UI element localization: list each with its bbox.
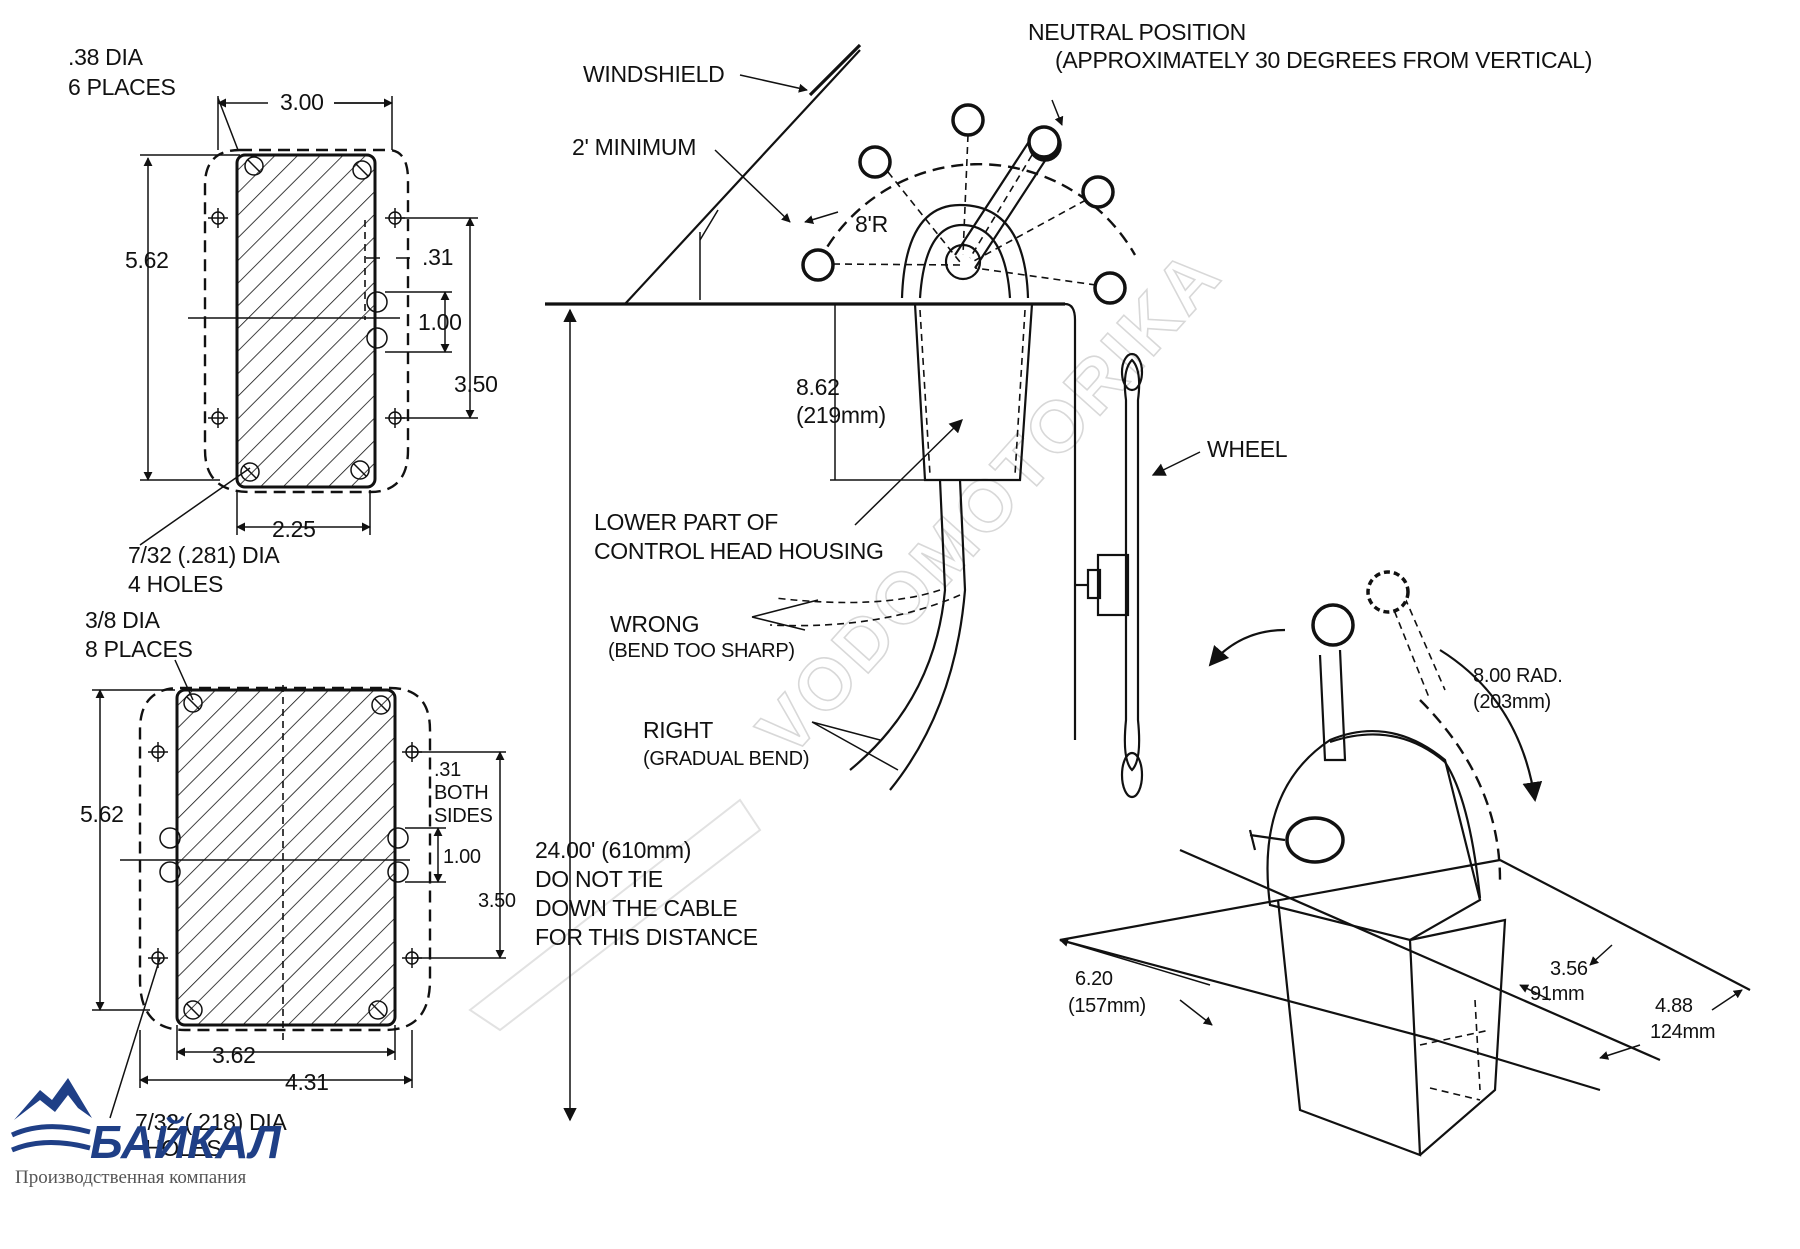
right-label: RIGHT	[643, 717, 713, 743]
mountain-icon	[14, 1078, 92, 1120]
iso-travel-arrow-right	[1439, 649, 1543, 802]
iso-depth-mm-label: 91mm	[1530, 983, 1584, 1005]
windshield-leader	[739, 74, 808, 93]
logo-name: БАЙКАЛ	[90, 1116, 282, 1168]
bottom-both-label: BOTH	[434, 782, 488, 804]
top-plate-screws	[240, 156, 372, 482]
iso-lever-knob-alt	[1366, 570, 1410, 614]
bottom-hole-count-label: HOLES	[145, 1135, 221, 1161]
steering-wheel	[1075, 352, 1201, 799]
bottom-inner-width-label: 3.62	[212, 1042, 256, 1068]
bottom-sides-label: SIDES	[434, 805, 493, 827]
neutral-position-label: NEUTRAL POSITION	[1028, 19, 1246, 45]
control-head-housing	[913, 303, 1034, 482]
windshield-glass	[808, 43, 862, 97]
minimum-label: 2' MINIMUM	[572, 134, 696, 160]
logo-subtitle: Производственная компания	[15, 1167, 247, 1188]
iso-housing-front	[1276, 899, 1422, 1157]
cable-note-2: DOWN THE CABLE	[535, 895, 737, 921]
bottom-plate-screws	[183, 693, 391, 1020]
bottom-plate-dimensions	[92, 659, 506, 1119]
lever-travel-arc	[816, 162, 1137, 264]
iso-head-shell	[1266, 730, 1482, 942]
cable-note-3: FOR THIS DISTANCE	[535, 924, 758, 950]
top-spacing-label: 1.00	[418, 309, 462, 335]
iso-housing-side	[1409, 918, 1507, 1156]
isometric-control-view: 8.00 RAD. (203mm) 6.20 (157mm) 3.56 91mm…	[1059, 570, 1751, 1157]
bottom-mounting-template: 3/8 DIA 8 PLACES 5.62 .31 BOTH SIDES 1.0…	[80, 607, 516, 1161]
top-width-label: 3.00	[280, 89, 324, 115]
iso-height-mm-label: 124mm	[1650, 1021, 1715, 1043]
housing-label-1: LOWER PART OF	[594, 509, 778, 535]
watermark-boat-icon	[468, 798, 762, 1032]
iso-height-label: 4.88	[1655, 995, 1693, 1017]
bottom-plate-outline	[138, 686, 432, 1032]
top-offset-label: .31	[422, 244, 453, 270]
plane-front-edge	[1059, 858, 1501, 942]
right-leader	[811, 721, 899, 771]
neutral-leader	[1051, 99, 1064, 126]
housing-leader	[854, 419, 963, 526]
wave-icon	[10, 1124, 91, 1153]
bottom-offset-label: .31	[434, 759, 461, 781]
windshield-label: WINDSHIELD	[583, 61, 724, 87]
top-places-label: 6 PLACES	[68, 74, 176, 100]
side-installation-view: NEUTRAL POSITION (APPROXIMATELY 30 DEGRE…	[535, 19, 1592, 1122]
baikal-logo: БАЙКАЛ Производственная компания	[10, 1078, 282, 1188]
wheel-label: WHEEL	[1207, 436, 1288, 462]
top-plate-dimensions	[139, 96, 478, 546]
minimum-leader	[714, 149, 791, 223]
top-hole-span-label: 3.50	[454, 371, 498, 397]
neutral-position-detail: (APPROXIMATELY 30 DEGREES FROM VERTICAL)	[1055, 47, 1592, 73]
iso-depth-label: 3.56	[1550, 958, 1588, 980]
top-plate-cutout	[235, 153, 377, 489]
wrong-label: WRONG	[610, 611, 699, 637]
iso-lever-knob	[1311, 603, 1355, 647]
watermark-text: VODOMOTORIKA	[742, 234, 1237, 771]
cable-distance-label: 24.00' (610mm)	[535, 837, 691, 863]
bottom-spacing-label: 1.00	[443, 846, 481, 868]
radius-label: 8'R	[855, 211, 888, 237]
cable-right-1	[849, 479, 947, 771]
bottom-dia-label: 3/8 DIA	[85, 607, 161, 633]
bottom-plate-cutout	[175, 688, 397, 1027]
top-height-label: 5.62	[125, 247, 169, 273]
top-hole-dia-label: 7/32 (.281) DIA	[128, 542, 280, 568]
bottom-height-label: 5.62	[80, 801, 124, 827]
wrong-detail-label: (BEND TOO SHARP)	[608, 640, 795, 662]
lever-pivot	[944, 243, 982, 281]
top-dia-label: .38 DIA	[68, 44, 144, 70]
cable-note-1: DO NOT TIE	[535, 866, 663, 892]
bottom-places-label: 8 PLACES	[85, 636, 193, 662]
iso-width-label: 6.20	[1075, 968, 1113, 990]
iso-width-mm-label: (157mm)	[1068, 995, 1146, 1017]
depth-mm-label: (219mm)	[796, 402, 886, 428]
iso-radius-mm-label: (203mm)	[1473, 691, 1551, 713]
top-hole-count-label: 4 HOLES	[128, 571, 223, 597]
iso-lever	[1318, 649, 1347, 762]
iso-trim-button	[1285, 816, 1345, 864]
top-bottom-width-label: 2.25	[272, 516, 316, 542]
top-mounting-template: .38 DIA 6 PLACES 3.00 5.62 .31 1.00 3.50…	[68, 44, 498, 597]
bottom-hole-span-label: 3.50	[478, 890, 516, 912]
cable-wrong	[769, 589, 961, 627]
cable-right-2	[889, 479, 967, 791]
lever-knob	[1027, 125, 1061, 159]
control-head-top	[900, 203, 1030, 299]
bottom-outer-width-label: 4.31	[285, 1069, 329, 1095]
iso-radius-label: 8.00 RAD.	[1473, 665, 1563, 687]
iso-travel-arrow-left	[1208, 628, 1286, 667]
housing-label-2: CONTROL HEAD HOUSING	[594, 538, 884, 564]
depth-label: 8.62	[796, 374, 840, 400]
bottom-hole-dia-label: 7/32 (.218) DIA	[135, 1109, 287, 1135]
iso-lever-alt	[1389, 597, 1446, 701]
right-detail-label: (GRADUAL BEND)	[643, 748, 809, 770]
dashboard-edge	[1064, 302, 1077, 740]
